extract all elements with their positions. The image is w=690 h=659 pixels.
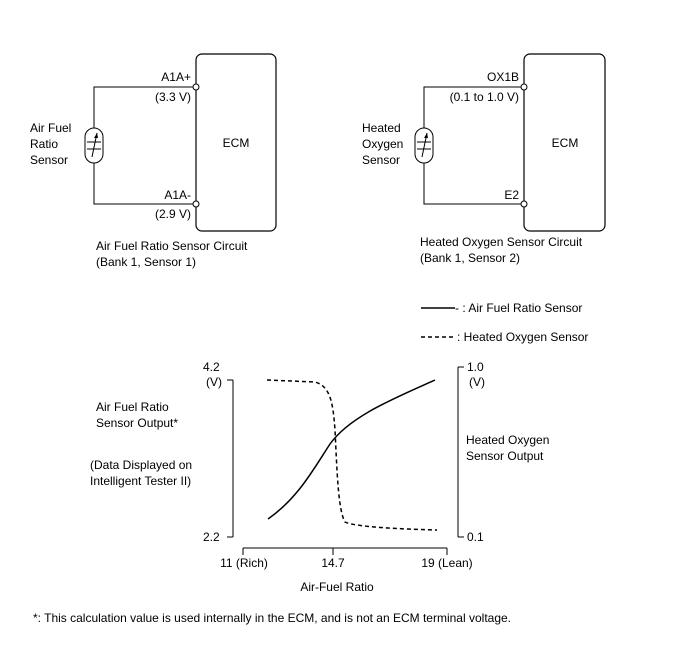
ho2-top-terminal-label: OX1B — [487, 70, 519, 84]
afr-ecm-label: ECM — [223, 136, 250, 150]
afr-terminal-top — [192, 83, 200, 91]
x-tick-label-rich: 11 (Rich) — [220, 556, 268, 570]
ho2-terminal-top — [520, 83, 528, 91]
legend: - : Air Fuel Ratio Sensor : Heated Oxyge… — [421, 301, 588, 344]
ho2-top-wire — [423, 86, 524, 128]
ho2-sensor-symbol — [414, 127, 434, 164]
x-tick-label-lean: 19 (Lean) — [421, 556, 472, 570]
afr-bottom-voltage: (2.9 V) — [155, 207, 191, 221]
ho2-ecm-label: ECM — [552, 136, 579, 150]
ho2-caption-2: (Bank 1, Sensor 2) — [420, 251, 520, 265]
right-title-2: Sensor Output — [466, 449, 544, 463]
ho2-sensor-label-3: Sensor — [362, 153, 400, 167]
ho2-caption-1: Heated Oxygen Sensor Circuit — [420, 235, 583, 249]
left-axis-bottom-label: 2.2 — [203, 530, 220, 544]
afr-sensor-label-2: Ratio — [30, 137, 58, 151]
ho2-top-voltage: (0.1 to 1.0 V) — [450, 90, 519, 104]
footnote: *: This calculation value is used intern… — [33, 611, 511, 625]
legend-solid-label: - : Air Fuel Ratio Sensor — [455, 301, 582, 315]
afr-top-voltage: (3.3 V) — [155, 90, 191, 104]
right-axis-bottom-label: 0.1 — [467, 530, 484, 544]
afr-sensor-label-3: Sensor — [30, 153, 68, 167]
afr-circuit: ECM A1A+ (3.3 V) A1A- (2.9 V) Air Fuel R… — [30, 53, 277, 269]
afr-caption-1: Air Fuel Ratio Sensor Circuit — [96, 239, 248, 253]
left-title-1: Air Fuel Ratio — [96, 400, 169, 414]
x-axis-title: Air-Fuel Ratio — [300, 580, 374, 594]
afr-ecm-box — [195, 53, 277, 232]
afr-top-terminal-label: A1A+ — [161, 70, 191, 84]
right-axis-unit: (V) — [469, 375, 485, 389]
afr-sensor-symbol — [84, 127, 104, 164]
ho2-bottom-terminal-label: E2 — [504, 188, 519, 202]
legend-dashed-label: : Heated Oxygen Sensor — [457, 330, 588, 344]
afr-bottom-wire — [93, 163, 196, 205]
right-axis-top-label: 1.0 — [467, 360, 484, 374]
ho2-ecm-box — [523, 53, 606, 232]
ho2-terminal-bottom — [520, 200, 528, 208]
left-note-1: (Data Displayed on — [90, 458, 192, 472]
left-note-2: Intelligent Tester II) — [90, 474, 191, 488]
output-graph: 4.2 (V) 2.2 1.0 (V) 0.1 11 (Rich) 14.7 1… — [90, 360, 549, 594]
left-title-2: Sensor Output* — [96, 416, 178, 430]
ho2-sensor-label-1: Heated — [362, 121, 401, 135]
left-axis-unit: (V) — [206, 375, 222, 389]
ho2-output-curve — [266, 379, 438, 531]
ho2-circuit: ECM OX1B (0.1 to 1.0 V) E2 Heated Oxygen… — [362, 53, 606, 265]
afr-output-curve — [267, 379, 436, 520]
afr-sensor-label-1: Air Fuel — [30, 121, 71, 135]
ho2-bottom-wire — [423, 163, 524, 205]
afr-bottom-terminal-label: A1A- — [164, 188, 191, 202]
right-title-1: Heated Oxygen — [466, 433, 549, 447]
left-axis-top-label: 4.2 — [203, 360, 220, 374]
afr-terminal-bottom — [192, 200, 200, 208]
afr-top-wire — [93, 86, 196, 128]
x-tick-label-stoich: 14.7 — [321, 556, 345, 570]
afr-caption-2: (Bank 1, Sensor 1) — [96, 255, 196, 269]
ho2-sensor-label-2: Oxygen — [362, 137, 403, 151]
